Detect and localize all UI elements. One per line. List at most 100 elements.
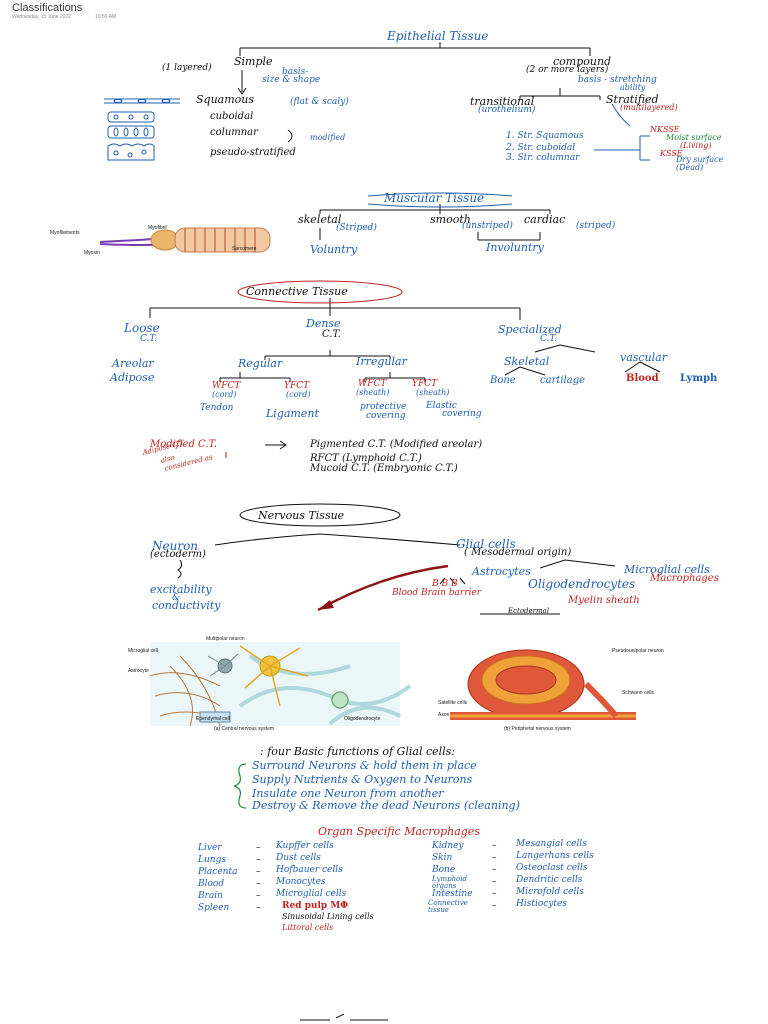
page-title: Classifications (12, 2, 83, 14)
oligodendrocytes-label: Oligodendrocytes (528, 577, 636, 591)
cns-figure (149, 642, 412, 727)
and-label: & (172, 593, 181, 603)
nervous-title: Nervous Tissue (258, 509, 345, 522)
mac-left-dash-2: – (256, 867, 261, 877)
dry-label: Dry surface (676, 155, 724, 164)
skeletal-striped: (Striped) (336, 223, 377, 233)
spleen-extra-2: Littoral cells (282, 923, 334, 932)
yfct-regular: YFCT (284, 381, 310, 391)
compound-basis-2: ability (620, 83, 646, 92)
glial-function-1: Surround Neurons & hold them in place (252, 759, 477, 772)
mac-right-dash-4: – (492, 889, 497, 899)
pns-axon: Axon (438, 712, 450, 718)
myosin-caption: Myosin (84, 250, 100, 256)
areolar-label: Areolar (112, 357, 154, 370)
cuboidal-label: cuboidal (210, 111, 254, 122)
mac-left-cell-5: Red pulp MΦ (282, 901, 349, 911)
muscle-fiber-figure (99, 227, 271, 253)
irregular-label: Irregular (356, 355, 407, 368)
dense-ct: C.T. (322, 329, 341, 340)
mac-left-cell-1: Dust cells (276, 853, 321, 863)
myofibril-caption: Myofibril (148, 225, 167, 231)
astrocytes-label: Astrocytes (472, 565, 531, 578)
page-meta: Wednesday, 15 June 2022 10:59 AM (12, 14, 140, 20)
page-time: 10:59 AM (95, 14, 117, 20)
simple-label: Simple (234, 55, 273, 68)
glial-function-3: Insulate one Neuron from another (252, 787, 444, 800)
connective-title: Connective Tissue (246, 285, 348, 298)
mac-right-organ-2: Bone (432, 865, 456, 875)
excitability-label: excitability (150, 583, 212, 596)
mac-left-dash-4: – (256, 891, 261, 901)
vascular-label: vascular (620, 351, 667, 364)
ksse-label: KSSE (660, 149, 683, 158)
mac-left-cell-0: Kupffer cells (276, 841, 334, 851)
loose-ct: C.T. (140, 334, 157, 344)
cardiac-label: cardiac (524, 213, 566, 226)
mucoid-ct: Mucoid C.T. (Embryonic C.T.) (310, 463, 458, 474)
mac-left-organ-5: Spleen (198, 903, 230, 913)
transitional-label: transitional (470, 95, 535, 108)
cns-astrocyte: Astrocyte (128, 668, 149, 674)
mac-left-organ-0: Liver (198, 843, 222, 853)
protective-label: protective (360, 402, 407, 412)
mac-left-cell-2: Hofbauer cells (276, 865, 343, 875)
glial-function-2: Supply Nutrients & Oxygen to Neurons (252, 773, 473, 786)
cord-1: (cord) (212, 390, 237, 399)
sheath-1: (sheath) (356, 388, 390, 397)
squamous-note: (flat & scaly) (290, 97, 349, 107)
rfct-ct: RFCT (Lymphoid C.T.) (310, 453, 422, 464)
covering-2: covering (442, 409, 482, 419)
mesodermal-label: ( Mesodermal origin) (464, 547, 572, 558)
wfct-regular: WFCT (212, 381, 241, 391)
page-date: Wednesday, 15 June 2022 (12, 14, 72, 20)
spleen-extra-1: Sinusoidal Lining cells (282, 912, 374, 921)
elastic-label: Elastic (426, 401, 457, 411)
modified-label: modified (310, 133, 346, 142)
neuron-label: Neuron (152, 539, 199, 553)
mac-left-dash-1: – (256, 855, 261, 865)
mac-right-organ-0: Kidney (432, 841, 464, 851)
epithelial-title: Epithelial Tissue (387, 29, 489, 43)
adipose-label: Adipose (110, 371, 155, 384)
str-squamous: 1. Str. Squamous (506, 131, 584, 141)
smooth-label: smooth (430, 213, 471, 226)
voluntary-label: Voluntry (310, 243, 358, 256)
unstriped-label: (unstriped) (462, 221, 513, 231)
pns-figure (450, 649, 636, 720)
multilayered-label: (multilayered) (620, 103, 678, 112)
mac-right-dash-0: – (492, 841, 497, 851)
mac-right-cell-5: Histiocytes (516, 899, 567, 909)
lymph-label: Lymph (680, 373, 718, 384)
stratified-label: Stratified (606, 93, 659, 106)
cns-microglial: Microglial cell (128, 648, 159, 654)
tendon-label: Tendon (200, 403, 234, 413)
macrophages-label: Macrophages (650, 573, 719, 584)
squamous-label: Squamous (196, 93, 255, 106)
compound-layers: (2 or more layers) (526, 65, 609, 75)
moist-label: Moist surface (666, 133, 722, 142)
bbb-full-label: Blood Brain barrier (392, 588, 482, 598)
muscular-title: Muscular Tissue (384, 191, 485, 205)
mac-right-cell-0: Mesangial cells (516, 839, 587, 849)
mac-right-organ-5: Connective tissue (428, 899, 468, 914)
compound-basis: basis - stretching (578, 75, 657, 85)
microglial-label: Microglial cells (624, 563, 710, 576)
page-header: Classifications Wednesday, 15 June 2022 1… (12, 2, 140, 20)
urothelium-label: (urothelium) (478, 105, 536, 115)
simple-layers: (1 layered) (162, 63, 212, 73)
loose-label: Loose (124, 321, 160, 335)
mac-left-organ-2: Placenta (198, 867, 238, 877)
regular-label: Regular (238, 357, 283, 370)
skeletal-label: skeletal (298, 213, 342, 226)
mac-left-organ-4: Brain (198, 891, 223, 901)
living-label: (Living) (680, 141, 712, 150)
bone-label: Bone (490, 375, 516, 386)
sheath-2: (sheath) (416, 388, 450, 397)
mac-right-organ-3: Lymphoid organs (432, 875, 468, 890)
glial-functions-heading: : four Basic functions of Glial cells: (260, 745, 456, 758)
mac-left-dash-5: – (256, 903, 261, 913)
mac-left-dash-0: – (256, 843, 261, 853)
